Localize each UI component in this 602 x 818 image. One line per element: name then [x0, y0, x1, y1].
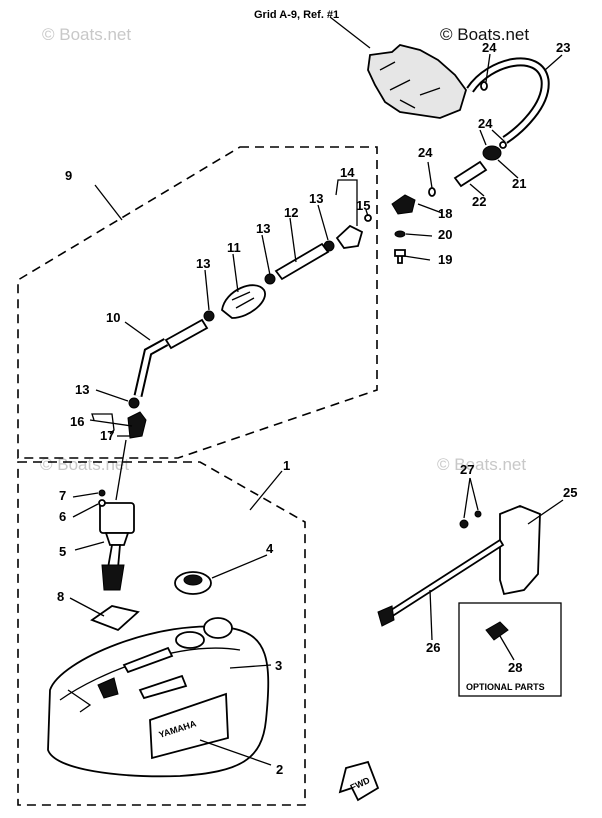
callout-20: 20: [438, 227, 452, 242]
optional-parts-box: [458, 602, 562, 697]
callout-14: 14: [340, 165, 355, 180]
forward-arrow-icon: [338, 760, 380, 802]
clamp-13-a: [128, 397, 140, 409]
bolt-19: [394, 249, 406, 264]
clip-24-mid: [428, 187, 436, 197]
callout-6: 6: [59, 509, 66, 524]
callout-28: 28: [508, 660, 522, 675]
tank-bracket-25: [499, 505, 541, 596]
callout-8: 8: [57, 589, 64, 604]
watermark-middle-right: © Boats.net: [437, 455, 526, 474]
callout-24-b: 24: [478, 116, 493, 131]
callout-25: 25: [563, 485, 577, 500]
optional-part-28: [485, 621, 509, 641]
screw-27-b: [474, 510, 482, 518]
washer-6: [98, 499, 106, 507]
engine-reference-block: [329, 16, 467, 119]
gasket-8: [90, 605, 140, 632]
watermark-top-left: © Boats.net: [42, 25, 131, 44]
callout-16: 16: [70, 414, 84, 429]
clamp-13-c: [264, 273, 276, 285]
fuel-line-group-boundary: [17, 146, 378, 459]
callout-23: 23: [556, 40, 570, 55]
callout-3: 3: [275, 658, 282, 673]
callout-4: 4: [266, 541, 274, 556]
screw-27-a: [459, 519, 469, 529]
callout-27: 27: [460, 462, 474, 477]
fuel-hose-12: [274, 242, 330, 281]
callout-13-c: 13: [256, 221, 270, 236]
watermark-top-right: © Boats.net: [440, 25, 529, 44]
washer-20: [394, 230, 406, 238]
fuel-tank-group-boundary: [17, 461, 306, 806]
callout-9: 9: [65, 168, 72, 183]
callout-18: 18: [438, 206, 452, 221]
callout-19: 19: [438, 252, 452, 267]
fuel-hose-22: [453, 160, 488, 188]
callout-24-c: 24: [418, 145, 433, 160]
primer-bulb-11: [221, 284, 266, 319]
callout-10: 10: [106, 310, 120, 325]
fuel-connector-18: [391, 194, 416, 215]
callout-17: 17: [100, 428, 114, 443]
callout-21: 21: [512, 176, 526, 191]
callout-numbers: 9 10 11 13 13 12 13 14 15 13 16 17 18 19…: [57, 40, 577, 777]
callout-13-b: 13: [196, 256, 210, 271]
clamp-13-b: [203, 310, 215, 322]
callout-13-a: 13: [75, 382, 89, 397]
callout-12: 12: [284, 205, 298, 220]
fuel-cock-5: [99, 502, 135, 591]
callout-5: 5: [59, 544, 66, 559]
callout-7: 7: [59, 488, 66, 503]
leader-lines: [69, 53, 564, 766]
reference-label: Grid A-9, Ref. #1: [254, 9, 339, 21]
callout-26: 26: [426, 640, 440, 655]
optional-parts-label: OPTIONAL PARTS: [466, 682, 545, 692]
clip-24-top: [480, 81, 488, 91]
callout-2: 2: [276, 762, 283, 777]
fuel-hose-upper: [164, 318, 209, 350]
hose-joint-21: [482, 145, 502, 161]
callout-15: 15: [356, 198, 370, 213]
callout-22: 22: [472, 194, 486, 209]
clip-24-right: [499, 141, 507, 149]
screw-7: [98, 489, 106, 497]
fuel-tank-2: [47, 617, 270, 778]
callout-11: 11: [227, 240, 241, 255]
callout-1: 1: [283, 458, 290, 473]
callout-24-a: 24: [482, 40, 497, 55]
fuel-connector-14: [335, 224, 364, 249]
fuel-joint-16: [127, 411, 147, 439]
callout-13-d: 13: [309, 191, 323, 206]
watermark-middle-left: © Boats.net: [40, 455, 129, 474]
